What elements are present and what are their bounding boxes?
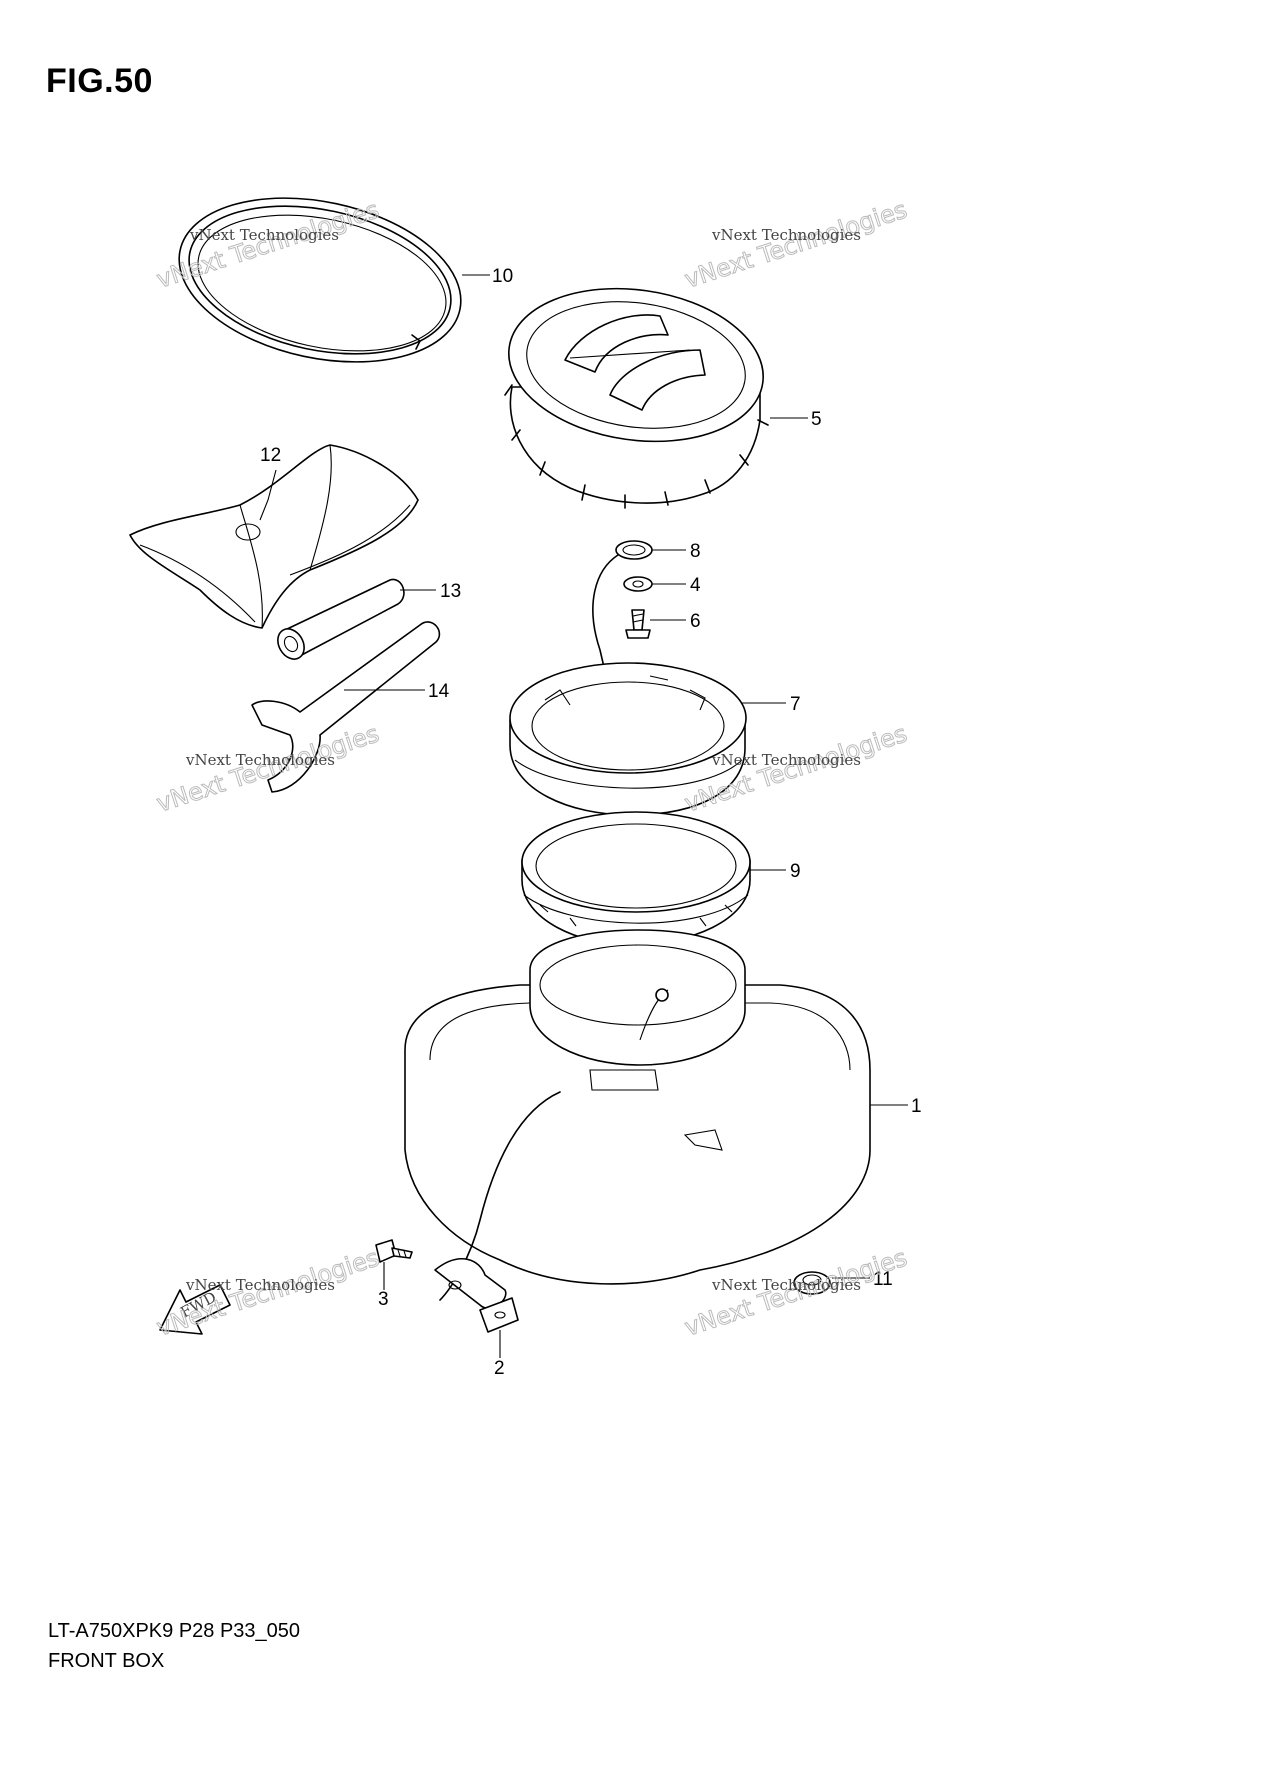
callout-14: 14 bbox=[428, 681, 450, 702]
callout-10: 10 bbox=[492, 266, 513, 287]
watermark-small: vNext Technologies bbox=[711, 226, 861, 244]
part-6-screw bbox=[625, 609, 651, 639]
part-14-spanner bbox=[251, 621, 441, 793]
callout-labels: 10 5 12 13 14 8 4 6 7 9 1 11 3 2 bbox=[260, 266, 922, 1379]
callout-2: 2 bbox=[494, 1358, 505, 1379]
part-7-lock-ring bbox=[509, 662, 747, 816]
part-1-front-box bbox=[404, 929, 871, 1310]
leader-lines bbox=[259, 274, 908, 1358]
callout-3: 3 bbox=[378, 1289, 389, 1310]
callout-1: 1 bbox=[911, 1096, 922, 1117]
callout-5: 5 bbox=[811, 409, 822, 430]
callout-8: 8 bbox=[690, 541, 701, 562]
model-code: LT-A750XPK9 P28 P33_050 bbox=[48, 1620, 301, 1642]
watermark-small: vNext Technologies bbox=[711, 1276, 861, 1294]
callout-4: 4 bbox=[690, 575, 701, 596]
callout-11: 11 bbox=[873, 1269, 893, 1290]
callout-7: 7 bbox=[790, 694, 801, 715]
watermark-large: vNext Technologies bbox=[681, 195, 910, 293]
assembly-name: FRONT BOX bbox=[48, 1650, 165, 1672]
watermark-small: vNext Technologies bbox=[189, 226, 339, 244]
part-12-tool-pouch bbox=[129, 444, 419, 629]
part-10-seal-ring bbox=[178, 197, 462, 363]
part-9-gasket bbox=[521, 811, 751, 946]
callout-9: 9 bbox=[790, 861, 801, 882]
figure-title: FIG.50 bbox=[46, 62, 153, 100]
callout-12: 12 bbox=[260, 445, 281, 466]
part-2-clip-nut bbox=[479, 1297, 519, 1333]
watermark-small: vNext Technologies bbox=[185, 751, 335, 769]
watermark-large: vNext Technologies bbox=[153, 195, 382, 293]
part-3-screw bbox=[375, 1239, 413, 1263]
callout-13: 13 bbox=[440, 581, 461, 602]
part-11-grommet bbox=[793, 1271, 831, 1295]
part-4-washer bbox=[623, 576, 653, 592]
part-5-cap bbox=[504, 287, 769, 509]
watermark-small: vNext Technologies bbox=[711, 751, 861, 769]
watermark-small: vNext Technologies bbox=[185, 1276, 335, 1294]
callout-6: 6 bbox=[690, 611, 701, 632]
